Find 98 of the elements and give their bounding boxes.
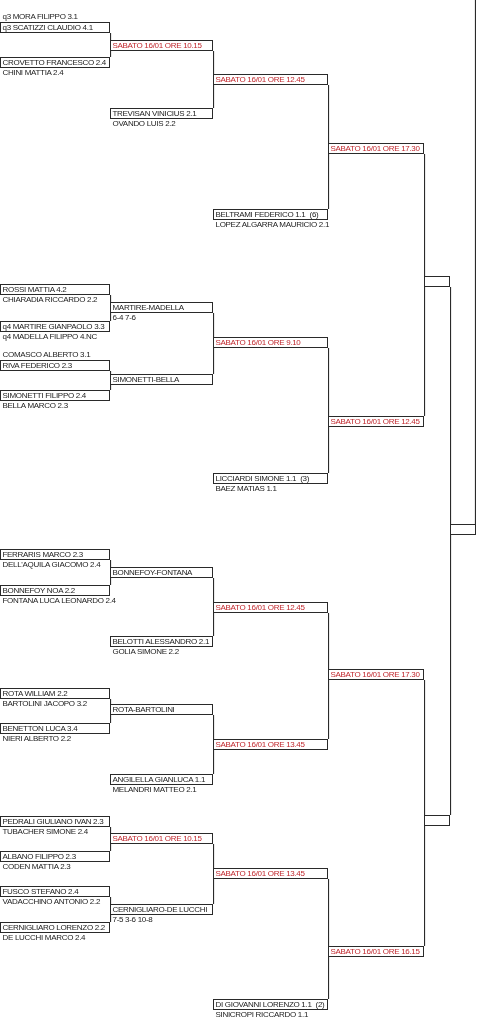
- player-name: q3 MORA FILIPPO 3.1: [2, 12, 78, 22]
- player-name: FONTANA LUCA LEONARDO 2.4: [2, 596, 116, 606]
- match-time: SABATO 16/01 ORE 12.45: [215, 75, 305, 84]
- player-name: CROVETTO FRANCESCO 2.4: [2, 58, 106, 67]
- bracket-line: [213, 347, 215, 375]
- match-time: SABATO 16/01 ORE 12.45: [215, 603, 305, 612]
- bracket-line: [213, 50, 215, 75]
- player-name: q3 SCATIZZI CLAUDIO 4.1: [2, 23, 93, 32]
- player-name: FERRARIS MARCO 2.3: [2, 550, 83, 559]
- pair-name: CERNIGLIARO-DE LUCCHI: [112, 905, 208, 914]
- player-name: BARTOLINI JACOPO 3.2: [2, 699, 87, 709]
- bracket-line: [110, 370, 112, 375]
- bracket-line: [424, 679, 426, 816]
- player-name: NIERI ALBERTO 2.2: [2, 734, 71, 744]
- bracket-line: [213, 577, 215, 603]
- match-time: SABATO 16/01 ORE 9.10: [215, 338, 301, 347]
- bracket-line: [474, 0, 476, 525]
- player-name: OVANDO LUIS 2.2: [112, 119, 176, 129]
- bracket-line: [110, 896, 112, 905]
- player-name: DI GIOVANNI LORENZO 1.1: [215, 1000, 312, 1009]
- player-name: BELLA MARCO 2.3: [2, 401, 68, 411]
- player-name: SINICROPI RICCARDO 1.1: [215, 1010, 309, 1020]
- bracket-line: [213, 714, 215, 740]
- player-name: PEDRALI GIULIANO IVAN 2.3: [2, 817, 104, 826]
- player-name: q4 MARTIRE GIANPAOLO 3.3: [2, 322, 105, 331]
- bracket-line: [213, 878, 215, 905]
- player-name: DELL'AQUILA GIACOMO 2.4: [2, 560, 101, 570]
- match-time: SABATO 16/01 ORE 10.15: [112, 834, 202, 843]
- bracket-line: [110, 50, 112, 58]
- bracket-line: [213, 84, 215, 109]
- player-name: LICCIARDI SIMONE 1.1: [215, 474, 297, 483]
- seed-number: (6): [309, 210, 319, 219]
- match-score: 6-4 7-6: [112, 313, 136, 323]
- player-name: BONNEFOY NOA 2.2: [2, 586, 75, 595]
- bracket-line: [328, 878, 330, 947]
- player-name: CHIARADIA RICCARDO 2.2: [2, 295, 98, 305]
- pair-name: SIMONETTI-BELLA: [112, 375, 180, 384]
- bracket-line: [110, 577, 112, 586]
- bracket-line: [213, 843, 215, 869]
- bracket-line: [110, 826, 112, 834]
- bracket-line: [450, 534, 452, 816]
- player-name: TUBACHER SIMONE 2.4: [2, 827, 88, 837]
- player-name: SIMONETTI FILIPPO 2.4: [2, 391, 86, 400]
- bracket-line: [328, 426, 330, 474]
- bracket-line: [110, 559, 112, 568]
- match-time: SABATO 16/01 ORE 13.45: [215, 740, 305, 749]
- player-name: BENETTON LUCA 3.4: [2, 724, 78, 733]
- pair-name: MARTIRE-MADELLA: [112, 303, 184, 312]
- player-name: BELTRAMI FEDERICO 1.1: [215, 210, 306, 219]
- seed-number: (3): [300, 474, 310, 483]
- player-name: CERNIGLIARO LORENZO 2.2: [2, 923, 105, 932]
- bracket-line: [110, 384, 112, 391]
- match-score: 7-5 3-6 10-8: [112, 915, 153, 925]
- match-time: SABATO 16/01 ORE 17.30: [330, 670, 420, 679]
- match-time: SABATO 16/01 ORE 12.45: [330, 417, 420, 426]
- player-name: FUSCO STEFANO 2.4: [2, 887, 79, 896]
- bracket-line: [110, 843, 112, 852]
- bracket-line: [328, 679, 330, 740]
- bracket-line: [328, 612, 330, 670]
- player-name: ALBANO FILIPPO 2.3: [2, 852, 76, 861]
- bracket-line: [328, 956, 330, 1000]
- match-time: SABATO 16/01 ORE 16.15: [330, 947, 420, 956]
- bracket-line: [424, 825, 426, 947]
- bracket-line: [328, 347, 330, 417]
- player-name: q4 MADELLA FILIPPO 4.NC: [2, 332, 97, 342]
- player-name: BELOTTI ALESSANDRO 2.1: [112, 637, 210, 646]
- player-name: DE LUCCHI MARCO 2.4: [2, 933, 86, 943]
- bracket-line: [110, 294, 112, 303]
- player-name: TREVISAN VINICIUS 2.1: [112, 109, 197, 118]
- bracket-line: [110, 698, 112, 705]
- seed-number: (2): [315, 1000, 325, 1009]
- pair-name: ROTA-BARTOLINI: [112, 705, 175, 714]
- player-name: CODEN MATTIA 2.3: [2, 862, 71, 872]
- bracket-line: [110, 32, 112, 41]
- match-time: SABATO 16/01 ORE 13.45: [215, 869, 305, 878]
- player-name: ANGILELLA GIANLUCA 1.1: [112, 775, 206, 784]
- match-time: SABATO 16/01 ORE 17.30: [330, 144, 420, 153]
- player-name: GOLIA SIMONE 2.2: [112, 647, 179, 657]
- player-name: ROSSI MATTIA 4.2: [2, 285, 67, 294]
- bracket-line: [424, 286, 426, 417]
- bracket-line: [213, 749, 215, 775]
- player-name: COMASCO ALBERTO 3.1: [2, 350, 91, 360]
- player-name: BAEZ MATIAS 1.1: [215, 484, 277, 494]
- player-name: RIVA FEDERICO 2.3: [2, 361, 72, 370]
- bracket-line: [424, 153, 426, 277]
- bracket-line: [213, 612, 215, 637]
- player-name: CHINI MATTIA 2.4: [2, 68, 64, 78]
- bracket-line: [110, 914, 112, 923]
- bracket-line: [213, 312, 215, 338]
- player-name: MELANDRI MATTEO 2.1: [112, 785, 197, 795]
- pair-name: BONNEFOY-FONTANA: [112, 568, 193, 577]
- player-name: ROTA WILLIAM 2.2: [2, 689, 68, 698]
- bracket-line: [450, 286, 452, 525]
- bracket-line: [328, 84, 330, 144]
- player-name: LOPEZ ALGARRA MAURICIO 2.1: [215, 220, 330, 230]
- bracket-line: [328, 153, 330, 210]
- match-time: SABATO 16/01 ORE 10.15: [112, 41, 202, 50]
- player-name: VADACCHINO ANTONIO 2.2: [2, 897, 101, 907]
